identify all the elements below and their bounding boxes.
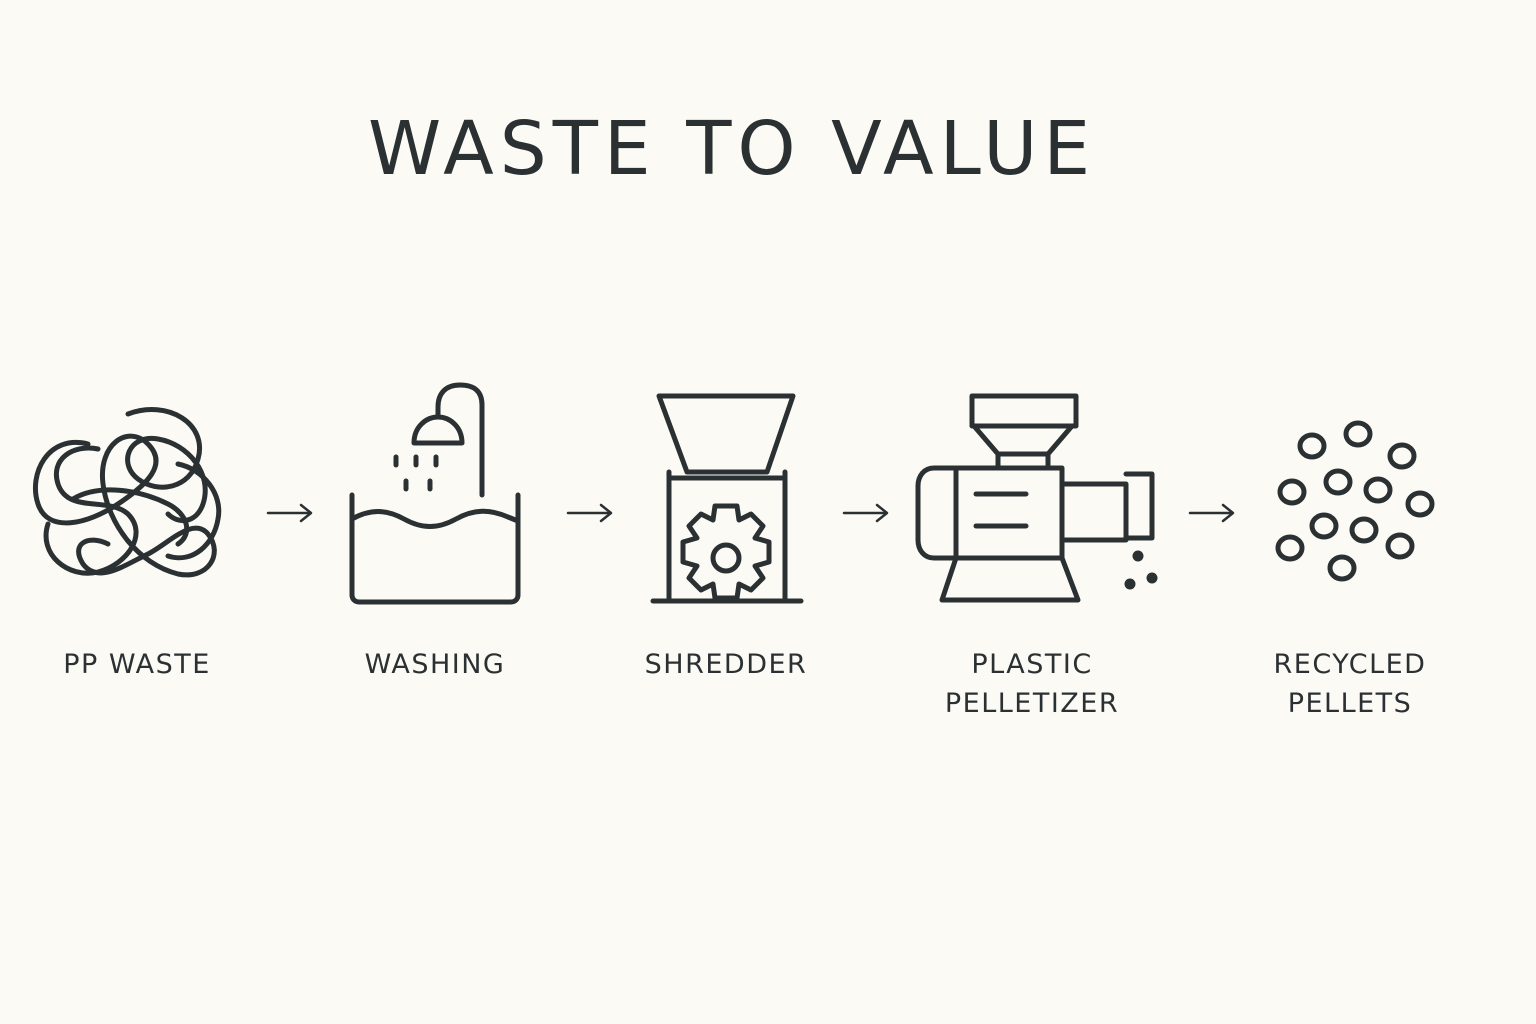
step-label-plastic-pelletizer: PLASTIC PELLETIZER bbox=[944, 649, 1120, 719]
step-label-shredder: SHREDDER bbox=[644, 649, 808, 680]
arrow-right-icon bbox=[842, 503, 890, 523]
step-label-washing: WASHING bbox=[364, 649, 506, 680]
arrow-right-icon bbox=[266, 503, 314, 523]
step-label-recycled-pellets: RECYCLED PELLETS bbox=[1273, 649, 1427, 719]
page-title: WASTE TO VALUE bbox=[368, 106, 1097, 192]
step-label-pp-waste: PP WASTE bbox=[63, 649, 211, 680]
pellets-icon bbox=[1274, 418, 1438, 588]
tangled-fiber-icon bbox=[28, 404, 228, 600]
pelletizer-machine-icon bbox=[915, 392, 1162, 606]
washing-tank-icon bbox=[348, 382, 522, 605]
shredder-gear-icon bbox=[650, 392, 804, 614]
arrow-right-icon bbox=[566, 503, 614, 523]
arrow-right-icon bbox=[1188, 503, 1236, 523]
